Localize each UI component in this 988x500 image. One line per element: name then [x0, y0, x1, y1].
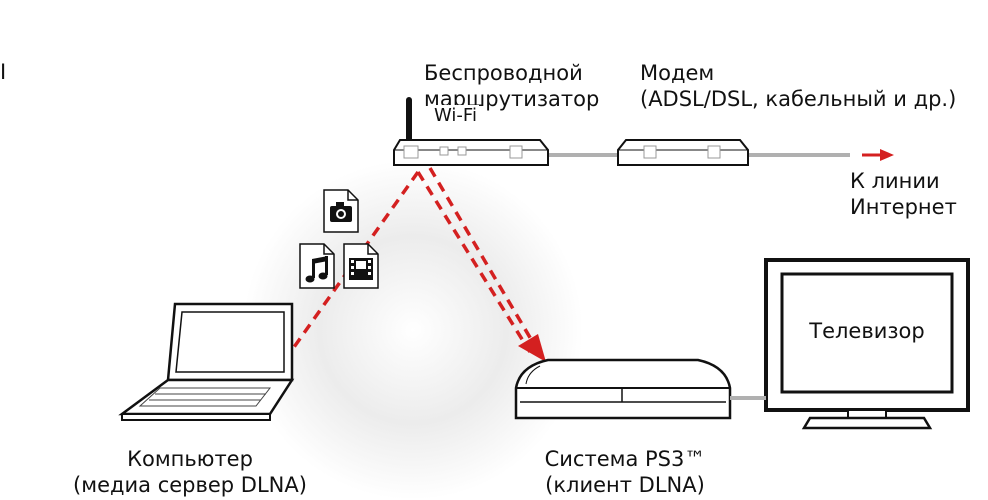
tv-label: Телевизор: [809, 319, 925, 343]
ps3-arrow-icon: [518, 334, 546, 362]
laptop-icon: [118, 302, 295, 421]
router-ps3-link-2: [428, 167, 537, 347]
tv-icon: [764, 258, 970, 430]
internet-label-line1: К линии: [850, 169, 940, 193]
edge-mark: I: [0, 60, 7, 84]
router-ps3-link-1: [416, 171, 532, 353]
film-icon: [343, 243, 379, 289]
modem-icon: [617, 139, 749, 166]
ps3-label-line1: Система PS3™: [544, 447, 706, 471]
internet-label-line2: Интернет: [850, 195, 957, 219]
computer-label-line1: Компьютер: [127, 447, 253, 471]
modem-label-line2: (ADSL/DSL, кабельный и др.): [640, 87, 957, 111]
ps3-label-line2: (клиент DLNA): [545, 473, 705, 497]
camera-icon: [323, 189, 359, 233]
router-label-line3: Wi-Fi: [432, 105, 479, 127]
music-note-icon: [299, 243, 335, 289]
modem-label-line1: Модем: [640, 61, 715, 85]
router-icon: [393, 97, 549, 166]
ps3-console-icon: [514, 358, 732, 420]
internet-arrow-icon: [862, 149, 894, 161]
computer-label-line2: (медиа сервер DLNA): [73, 473, 307, 497]
router-label-line1: Беспроводной: [424, 61, 583, 85]
wifi-coverage-halo: [243, 160, 583, 500]
